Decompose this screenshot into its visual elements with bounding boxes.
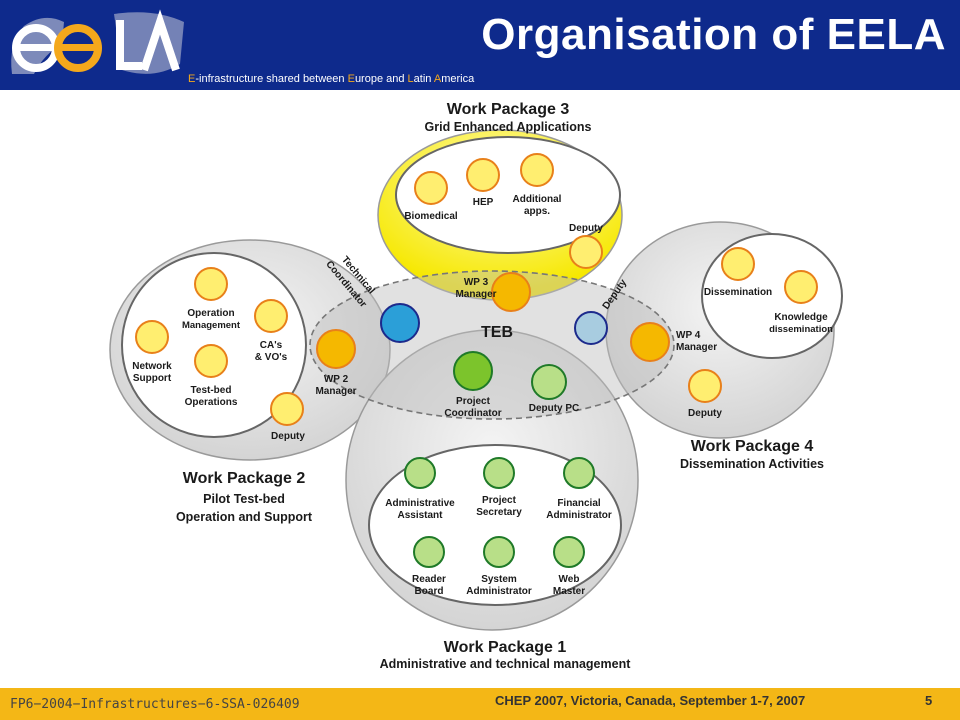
additional-apps-node bbox=[520, 153, 554, 187]
wp3-manager-node bbox=[491, 272, 531, 312]
tagline-part-2: -infrastructure shared between bbox=[195, 73, 348, 85]
tagline-part-5: L bbox=[407, 73, 414, 85]
operations-label: Operations bbox=[185, 397, 238, 408]
testbed-operations-node bbox=[194, 344, 228, 378]
system-label-2: Administrator bbox=[466, 586, 532, 597]
admin-label-1: Administrative bbox=[385, 498, 455, 509]
wp2-subtitle-2: Operation and Support bbox=[176, 510, 313, 524]
dissemination-label: Dissemination bbox=[704, 287, 772, 298]
project-label: Project bbox=[456, 396, 491, 407]
wp4-deputy-node bbox=[688, 369, 722, 403]
tagline-part-1: E bbox=[188, 73, 196, 85]
project-secretary-node bbox=[483, 457, 515, 489]
web-master-node bbox=[553, 536, 585, 568]
wp4-manager-label-1: WP 4 bbox=[676, 330, 701, 341]
testbed-label: Test-bed bbox=[191, 385, 232, 396]
wp4-manager-node bbox=[630, 322, 670, 362]
reader-board-node bbox=[413, 536, 445, 568]
wp3-manager-label-1: WP 3 bbox=[464, 277, 489, 288]
cas-label-2: & VO's bbox=[255, 352, 288, 363]
slide-footer: FP6−2004−Infrastructures−6-SSA-026409 CH… bbox=[0, 688, 960, 720]
tagline-part-6: atin bbox=[413, 73, 434, 85]
wp1-title: Work Package 1 bbox=[444, 639, 567, 656]
page-title: Organisation of EELA bbox=[481, 10, 946, 59]
web-label-2: Master bbox=[553, 586, 585, 597]
wp3-title: Work Package 3 bbox=[447, 101, 570, 118]
wp1-subtitle: Administrative and technical management bbox=[380, 657, 632, 671]
system-administrator-node bbox=[483, 536, 515, 568]
wp4-subtitle: Dissemination Activities bbox=[680, 457, 824, 471]
network-label: Network bbox=[132, 361, 172, 372]
tagline-part-3: E bbox=[347, 73, 355, 85]
wp3-deputy-node bbox=[569, 235, 603, 269]
footer-project-code: FP6−2004−Infrastructures−6-SSA-026409 bbox=[10, 697, 300, 712]
wp3-subtitle: Grid Enhanced Applications bbox=[425, 120, 592, 134]
footer-conference: CHEP 2007, Victoria, Canada, September 1… bbox=[495, 693, 806, 708]
wp2-subtitle-1: Pilot Test-bed bbox=[203, 492, 285, 506]
wp3-deputy-label: Deputy bbox=[569, 223, 603, 234]
hep-label: HEP bbox=[473, 197, 494, 208]
slide-header: Organisation of EELA E-infrastructure sh… bbox=[0, 0, 960, 90]
header-tagline: E-infrastructure shared between Europe a… bbox=[188, 73, 474, 85]
wp2-deputy-label: Deputy bbox=[271, 431, 305, 442]
eela-logo bbox=[11, 9, 184, 74]
wp2-manager-label-1: WP 2 bbox=[324, 374, 349, 385]
reader-label-1: Reader bbox=[412, 574, 446, 585]
reader-label-2: Board bbox=[415, 586, 444, 597]
cas-vos-node bbox=[254, 299, 288, 333]
secretary-label-2: Secretary bbox=[476, 507, 522, 518]
cas-label-1: CA's bbox=[260, 340, 283, 351]
technical-coordinator-node bbox=[380, 303, 420, 343]
wp2-deputy-node bbox=[270, 392, 304, 426]
knowledge-label-1: Knowledge bbox=[774, 312, 828, 323]
management-label: Management bbox=[182, 320, 241, 331]
project-coordinator-node bbox=[453, 351, 493, 391]
financial-label-2: Administrator bbox=[546, 510, 612, 521]
biomedical-label: Biomedical bbox=[404, 211, 458, 222]
administrative-assistant-node bbox=[404, 457, 436, 489]
organisation-diagram: Biomedical HEP Additional apps. Deputy W… bbox=[109, 101, 843, 671]
hep-node bbox=[466, 158, 500, 192]
network-support-node bbox=[135, 320, 169, 354]
additional-apps-label-1: Additional bbox=[513, 194, 562, 205]
tagline-part-4: urope and bbox=[354, 73, 408, 85]
financial-administrator-node bbox=[563, 457, 595, 489]
additional-apps-label-2: apps. bbox=[524, 206, 550, 217]
biomedical-node bbox=[414, 171, 448, 205]
wp4-deputy-label: Deputy bbox=[688, 408, 722, 419]
financial-label-1: Financial bbox=[557, 498, 601, 509]
wp3-manager-label-2: Manager bbox=[455, 289, 496, 300]
system-label-1: System bbox=[481, 574, 517, 585]
wp2-manager-label-2: Manager bbox=[315, 386, 356, 397]
wp3-inner-ellipse bbox=[395, 136, 621, 254]
page-number: 5 bbox=[925, 693, 933, 708]
support-label: Support bbox=[133, 373, 172, 384]
coordinator-pc-label: Coordinator bbox=[444, 408, 501, 419]
knowledge-dissemination-node bbox=[784, 270, 818, 304]
wp2-title: Work Package 2 bbox=[183, 470, 306, 487]
wp4-title: Work Package 4 bbox=[691, 438, 814, 455]
tagline-part-7: A bbox=[433, 73, 442, 85]
wp2-manager-node bbox=[316, 329, 356, 369]
deputy-pc-node bbox=[531, 364, 567, 400]
dissemination-node bbox=[721, 247, 755, 281]
admin-label-2: Assistant bbox=[397, 510, 443, 521]
knowledge-label-2: dissemination bbox=[769, 324, 833, 335]
web-label-1: Web bbox=[559, 574, 580, 585]
operation-label: Operation bbox=[187, 308, 234, 319]
wp4-manager-label-2: Manager bbox=[676, 342, 717, 353]
teb-label: TEB bbox=[481, 324, 513, 341]
deputy-pc-label: Deputy PC bbox=[529, 403, 580, 414]
secretary-label-1: Project bbox=[482, 495, 517, 506]
operation-management-node bbox=[194, 267, 228, 301]
teb-deputy-node bbox=[574, 311, 608, 345]
tagline-part-8: merica bbox=[441, 73, 475, 85]
